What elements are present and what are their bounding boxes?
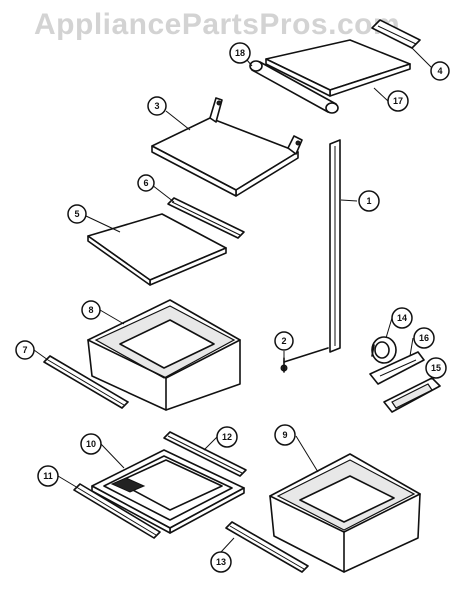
svg-text:4: 4	[437, 66, 442, 76]
svg-text:2: 2	[281, 336, 286, 346]
drawer-slide-right-part	[225, 521, 309, 573]
callout-18: 18	[229, 42, 251, 64]
callout-11: 11	[37, 465, 59, 487]
crisper-cover-frame-part	[91, 449, 245, 534]
drawer-slide-left-part	[43, 355, 129, 409]
vertical-rail-part	[329, 139, 341, 353]
svg-text:15: 15	[431, 363, 441, 373]
callout-5: 5	[67, 204, 87, 224]
svg-text:6: 6	[143, 178, 148, 188]
shelf-trim-part	[371, 19, 421, 49]
callout-7: 7	[15, 340, 35, 360]
crisper-drawer-right-part	[269, 453, 421, 573]
svg-text:17: 17	[393, 96, 403, 106]
svg-text:14: 14	[397, 313, 407, 323]
crisper-drawer-left-part	[87, 299, 241, 411]
svg-text:10: 10	[86, 439, 96, 449]
glass-shelf-part	[265, 39, 411, 97]
humidity-control-housing-part	[383, 377, 441, 413]
svg-text:11: 11	[43, 471, 53, 481]
callout-10: 10	[80, 433, 102, 455]
humidity-control-knob-part	[371, 336, 397, 364]
svg-text:12: 12	[222, 432, 232, 442]
callout-8: 8	[81, 300, 101, 320]
callout-2: 2	[274, 331, 294, 351]
watermark-text: AppliancePartsPros.com	[34, 8, 401, 41]
callout-1: 1	[358, 190, 380, 212]
svg-text:16: 16	[419, 333, 429, 343]
leader-lines	[33, 47, 435, 553]
humidity-control-plate-part	[369, 351, 425, 385]
cover-front-trim-part	[163, 431, 247, 477]
roller-trim-part	[249, 60, 339, 114]
svg-text:13: 13	[216, 557, 226, 567]
cantilever-shelf-part	[151, 97, 303, 197]
callout-6: 6	[137, 174, 155, 192]
callout-17: 17	[387, 90, 409, 112]
svg-text:5: 5	[74, 209, 79, 219]
screw-part	[280, 347, 329, 373]
svg-text:3: 3	[154, 101, 159, 111]
svg-text:1: 1	[366, 196, 371, 206]
svg-text:9: 9	[282, 430, 287, 440]
callout-16: 16	[413, 327, 435, 349]
svg-text:7: 7	[22, 345, 27, 355]
svg-text:18: 18	[235, 48, 245, 58]
callout-12: 12	[216, 426, 238, 448]
crisper-cover-glass-part	[87, 213, 227, 286]
callout-9: 9	[274, 424, 296, 446]
callout-15: 15	[425, 357, 447, 379]
svg-text:8: 8	[88, 305, 93, 315]
cover-rear-trim-part	[73, 483, 161, 539]
callout-4: 4	[430, 61, 450, 81]
callout-3: 3	[147, 96, 167, 116]
callout-13: 13	[210, 551, 232, 573]
callout-14: 14	[391, 307, 413, 329]
